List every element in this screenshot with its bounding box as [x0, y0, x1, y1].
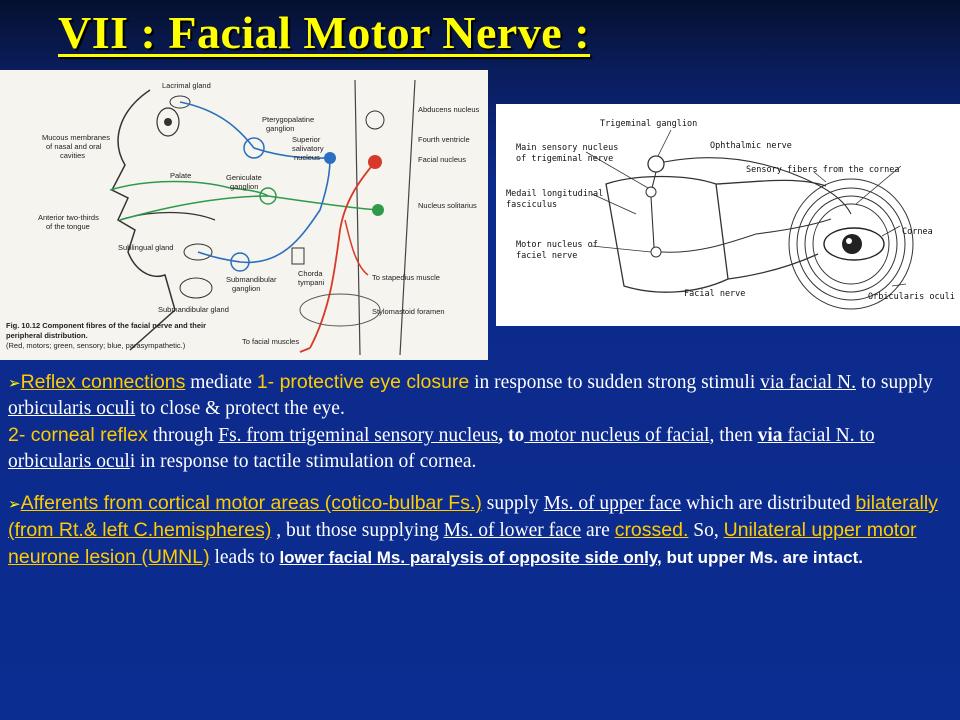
parasympathetic-fibre-lower [197, 157, 331, 264]
cornea-iris [842, 234, 862, 254]
label-motor-nucleus-2: faciel nerve [516, 251, 577, 261]
orbicularis-oculi-rings [788, 178, 914, 310]
afferents-term: Afferents from cortical motor areas (cot… [20, 492, 482, 514]
facial-nerve-distribution-figure: Lacrimal gland Pterygopalatine ganglion … [0, 70, 488, 360]
paragraph-afferents: ➢Afferents from cortical motor areas (co… [8, 492, 938, 568]
slide-title: VII : Facial Motor Nerve : [58, 7, 591, 58]
label-submandibular-gland: Submandibular gland [158, 305, 229, 314]
label-motor-nucleus-1: Motor nucleus of [516, 240, 598, 250]
caption-line-2: peripheral distribution. [6, 331, 88, 340]
paragraph-reflex-connections: ➢Reflex connections mediate 1- protectiv… [8, 371, 933, 419]
slide-body: ➢Reflex connections mediate 1- protectiv… [8, 369, 952, 571]
caption-line-3: (Red, motors; green, sensory; blue, para… [6, 341, 186, 350]
label-cornea: Cornea [902, 227, 933, 237]
reflex-connections-term: Reflex connections [20, 371, 186, 393]
arrow-bullet-icon: ➢ [8, 374, 21, 392]
main-sensory-nucleus-shape [645, 186, 657, 198]
label-nucleus-solitarius: Nucleus solitarius [418, 201, 477, 210]
motor-fibre-main [309, 161, 376, 349]
corneal-reflex-figure: Trigeminal ganglion Main sensory nucleus… [496, 104, 960, 326]
label-main-sensory-1: Main sensory nucleus [516, 143, 618, 153]
brainstem-tube [605, 175, 729, 293]
label-lacrimal-gland: Lacrimal gland [162, 81, 211, 90]
paragraph-corneal-reflex: 2- corneal reflex through Fs. from trige… [8, 424, 875, 472]
abducens-nucleus-shape [365, 110, 385, 130]
sensory-fibre-palate [229, 187, 269, 197]
chorda-tympani-mark [291, 247, 305, 265]
motor-fibre-facial-muscles [299, 347, 311, 353]
label-main-sensory-2: of trigeminal nerve [516, 154, 613, 164]
face-profile-outline [110, 89, 176, 351]
pupil-highlight [846, 238, 852, 244]
reflex-fibres [650, 171, 832, 253]
label-palate: Palate [170, 171, 191, 180]
nerve-tube [715, 179, 827, 280]
corneal-reflex-term: corneal reflex [30, 424, 148, 446]
label-facial-nerve: Facial nerve [684, 289, 745, 299]
sublingual-gland-shape [183, 243, 213, 261]
eye-outline [156, 107, 180, 137]
leader-lines [585, 129, 907, 287]
label-ophthalmic: Ophthalmic nerve [710, 141, 792, 151]
label-medail-1: Medail longitudinal [506, 189, 603, 199]
motor-fibre-stapedius [344, 219, 369, 276]
stylomastoid-foramen-shape [299, 293, 381, 327]
label-mucous-2: of nasal and oral [46, 142, 102, 151]
label-superior-3: nucleus [294, 153, 320, 162]
corneal-reflex-diagram: Trigeminal ganglion Main sensory nucleus… [506, 119, 955, 310]
label-submandibular-1: Submandibular [226, 275, 277, 284]
label-superior-2: salivatory [292, 144, 324, 153]
label-stylomastoid: Stylomastoid foramen [372, 307, 445, 316]
label-mucous-1: Mucous membranes [42, 133, 110, 142]
label-to-facial-muscles: To facial muscles [242, 337, 299, 346]
label-medail-2: fasciculus [506, 200, 557, 210]
label-superior-1: Superior [292, 135, 321, 144]
ophthalmic-fibre [663, 157, 852, 215]
label-fourth-ventricle: Fourth ventricle [418, 135, 470, 144]
label-orbicularis-oculi: Orbicularis oculi [868, 292, 955, 302]
facial-nerve-diagram: Lacrimal gland Pterygopalatine ganglion … [6, 79, 480, 356]
label-anterior-2: of the tongue [46, 222, 90, 231]
sensory-fibre-tongue [119, 195, 379, 221]
label-pterygopalatine: Pterygopalatine [262, 115, 314, 124]
brainstem-outline [354, 79, 416, 356]
label-anterior-1: Anterior two-thirds [38, 213, 99, 222]
label-sublingual: Sublingual gland [118, 243, 173, 252]
arrow-bullet-icon: ➢ [8, 495, 21, 513]
pterygopalatine-ganglion-shape [243, 137, 265, 159]
submandibular-gland-shape [179, 277, 213, 299]
trigeminal-ganglion-shape [647, 155, 665, 173]
label-geniculate-1: Geniculate [226, 173, 262, 182]
label-trigeminal-ganglion: Trigeminal ganglion [600, 119, 697, 129]
motor-nucleus-shape [650, 246, 662, 258]
label-sensory-fibers: Sensory fibers from the cornea [746, 165, 900, 175]
eye-pupil [164, 118, 172, 126]
palate-fiber [109, 180, 231, 191]
parasympathetic-fibre-upper [179, 101, 331, 159]
umnl-term: Unilateral upper motor neurone lesion (U… [8, 519, 917, 568]
label-geniculate-2: ganglion [230, 182, 258, 191]
label-stapedius: To stapedius muscle [372, 273, 440, 282]
label-facial-nucleus: Facial nucleus [418, 155, 466, 164]
protective-eye-closure-term: protective eye closure [279, 371, 470, 393]
label-pterygopalatine-ganglion: ganglion [266, 124, 294, 133]
label-chorda-1: Chorda [298, 269, 323, 278]
label-mucous-3: cavities [60, 151, 85, 160]
label-submandibular-2: ganglion [232, 284, 260, 293]
label-abducens-nucleus: Abducens nucleus [418, 105, 480, 114]
label-chorda-2: tympani [298, 278, 325, 287]
lacrimal-gland-shape [169, 95, 191, 109]
caption-line-1: Fig. 10.12 Component fibres of the facia… [6, 321, 206, 330]
